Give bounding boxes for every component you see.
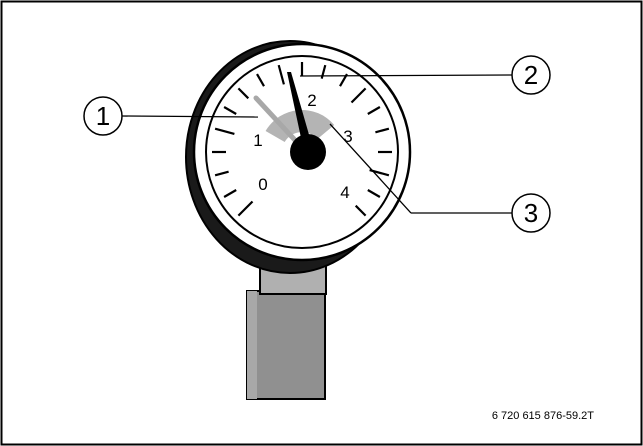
callout-leader-1 xyxy=(121,115,259,118)
scale-tick xyxy=(350,87,367,104)
scale-tick xyxy=(237,200,254,217)
scale-label-1: 1 xyxy=(253,131,262,150)
callout-label-3: 3 xyxy=(524,198,538,228)
scale-label-2: 2 xyxy=(307,91,316,110)
scale-tick xyxy=(214,170,229,177)
callout-leader-2 xyxy=(299,74,514,77)
scale-label-3: 3 xyxy=(343,127,352,146)
callout-circle-1 xyxy=(83,96,123,136)
scale-tick xyxy=(214,127,235,135)
callout-circle-2 xyxy=(511,55,551,95)
callout-label-1: 1 xyxy=(96,101,110,131)
callout-3: 3 xyxy=(511,193,551,233)
callout-label-2: 2 xyxy=(524,60,538,90)
scale-tick xyxy=(223,106,237,115)
pipe-highlight xyxy=(247,291,257,399)
figure-caption: 6 720 615 876-59.2T xyxy=(492,410,594,422)
scale-tick xyxy=(277,64,285,85)
needle-hub xyxy=(290,134,326,170)
scale-label-0: 0 xyxy=(258,175,267,194)
callout-1: 1 xyxy=(83,96,123,136)
scale-labels: 0 1 2 3 4 xyxy=(253,91,352,202)
scale-tick xyxy=(354,204,367,217)
scale-label-4: 4 xyxy=(340,183,349,202)
callout-leader-3b xyxy=(329,123,412,214)
scale-tick xyxy=(367,189,381,198)
pressure-needle xyxy=(287,72,314,152)
scale-tick xyxy=(223,189,237,198)
scale-tick xyxy=(367,106,381,115)
callout-circle-3 xyxy=(511,193,551,233)
scale-tick xyxy=(237,87,250,100)
scale-tick xyxy=(256,73,265,87)
scale-tick xyxy=(375,127,390,134)
connection-pipe xyxy=(246,290,326,400)
callout-2: 2 xyxy=(511,55,551,95)
